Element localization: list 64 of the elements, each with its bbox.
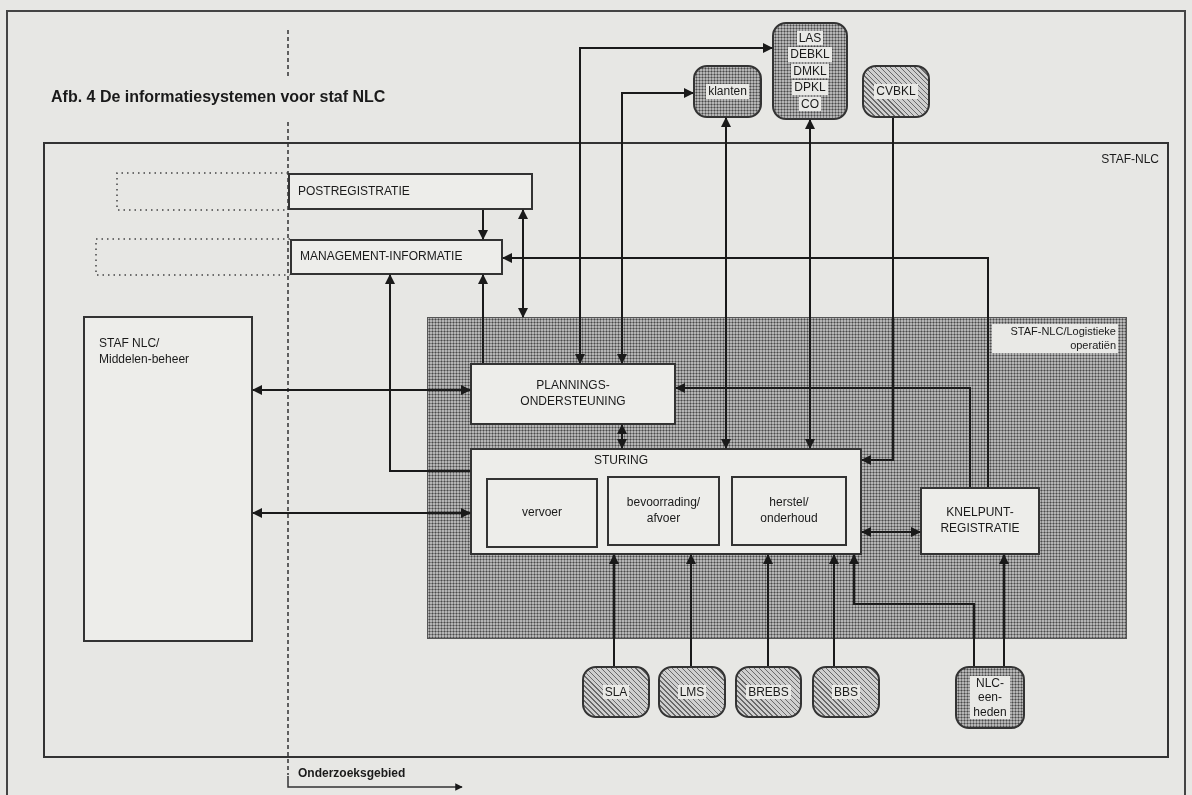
box-label: herstel/ onderhoud: [759, 495, 819, 527]
system-box: [955, 666, 1025, 729]
arrow: [502, 253, 989, 488]
arrow: [861, 117, 894, 465]
system-box: [812, 666, 880, 718]
arrow: [829, 554, 839, 667]
process-box: [83, 316, 253, 642]
arrow: [721, 117, 731, 449]
process-box: [290, 239, 503, 275]
box-label: MANAGEMENT-INFORMATIE: [300, 249, 463, 265]
system-label: CVBKL: [874, 84, 918, 99]
arrow: [518, 209, 528, 318]
box-label: STURING: [593, 453, 649, 469]
arrow: [609, 554, 619, 667]
system-label: DPKL: [792, 80, 828, 95]
area-label: STAF-NLC/Logistieke operatiën: [992, 324, 1118, 353]
box-label: STAF NLC/ Middelen-beheer: [99, 336, 191, 368]
system-label: DEBKL: [788, 47, 832, 62]
arrow: [861, 527, 921, 537]
system-label: klanten: [706, 84, 749, 99]
system-label: LMS: [677, 684, 707, 700]
system-box: [582, 666, 650, 718]
system-box: [862, 65, 930, 118]
arrow: [252, 508, 471, 518]
process-box: [731, 476, 847, 546]
system-label: NLC- een- heden: [970, 675, 1010, 720]
system-label: LAS: [796, 31, 824, 46]
arrow: [849, 554, 975, 667]
box-label: KNELPUNT- REGISTRATIE: [939, 505, 1021, 537]
arrow: [575, 43, 773, 364]
arrow: [252, 385, 471, 395]
arrow: [763, 554, 773, 667]
system-box: [658, 666, 726, 718]
organisation-frame: [43, 142, 1169, 758]
box-label: POSTREGISTRATIE: [298, 183, 410, 200]
system-label: SLA: [602, 684, 630, 700]
process-box: [470, 363, 676, 425]
system-label: CO: [799, 96, 821, 111]
process-box: [288, 173, 533, 210]
arrow: [385, 274, 471, 472]
box-label: vervoer: [522, 505, 562, 521]
system-box: [772, 22, 848, 120]
system-box: [735, 666, 802, 718]
area-label: STAF-NLC: [1101, 152, 1159, 168]
process-box: [486, 478, 598, 548]
arrow: [617, 88, 694, 364]
process-box: [470, 448, 862, 555]
arrow: [478, 209, 488, 240]
arrow: [617, 424, 627, 449]
system-label: DMKL: [791, 63, 829, 79]
arrow: [805, 119, 815, 449]
arrow: [686, 554, 696, 667]
department-area: [427, 317, 1127, 639]
system-label: BREBS: [746, 684, 791, 700]
box-label: bevoorrading/ afvoer: [625, 495, 702, 527]
system-label: BBS: [832, 684, 860, 700]
arrow: [999, 554, 1009, 667]
system-box: [693, 65, 762, 118]
process-box: [607, 476, 720, 546]
box-label: PLANNINGS- ONDERSTEUNING: [519, 378, 627, 410]
arrow: [675, 383, 971, 488]
process-box: [920, 487, 1040, 555]
arrow: [478, 274, 488, 364]
area-label: Onderzoeksgebied: [298, 766, 406, 780]
